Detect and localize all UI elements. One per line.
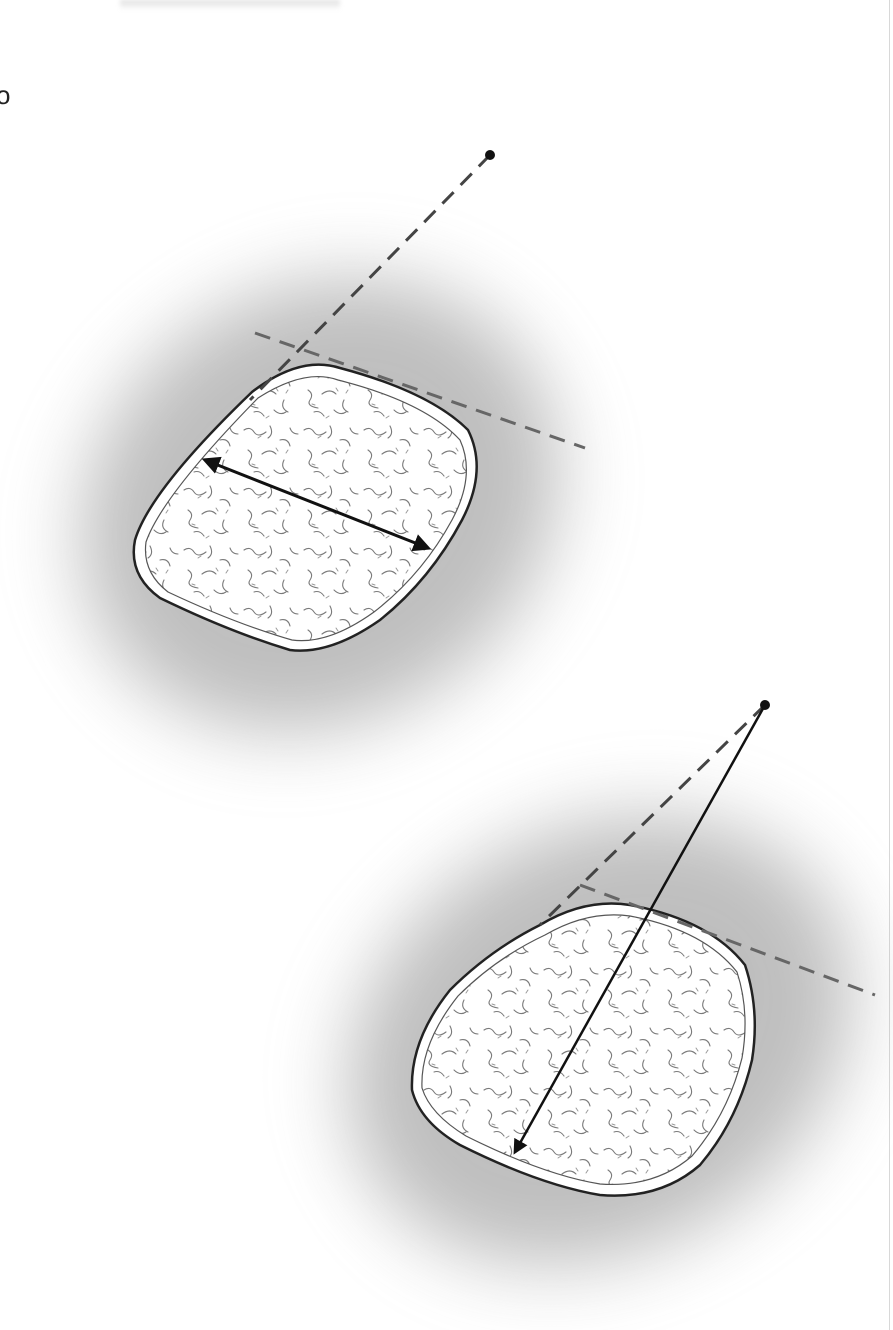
upper-specimen [0, 150, 648, 825]
upper-focal-point [485, 150, 495, 160]
lower-specimen [266, 700, 893, 1330]
